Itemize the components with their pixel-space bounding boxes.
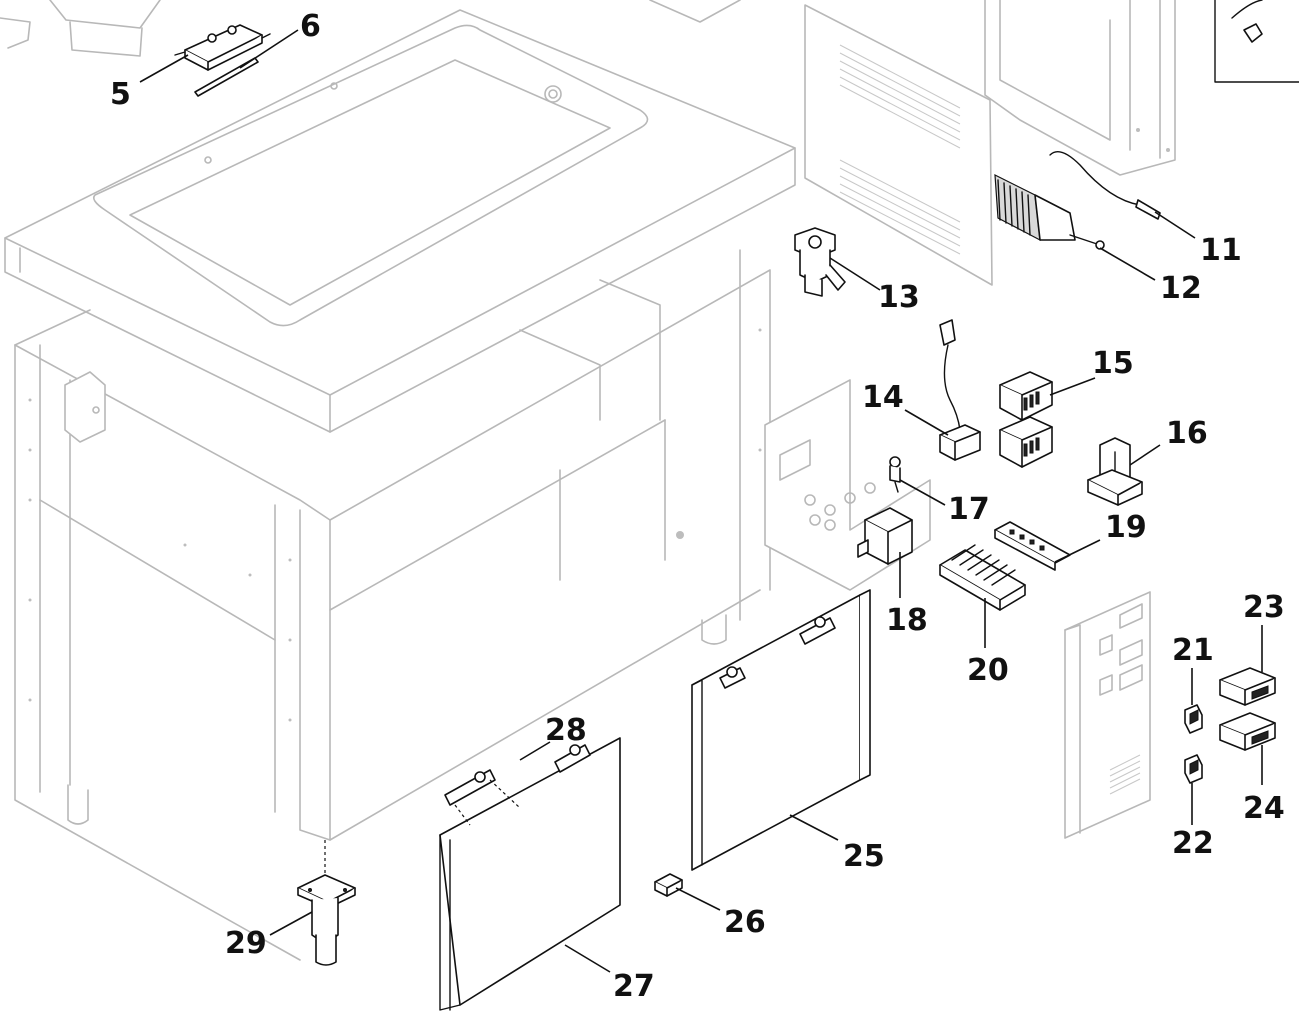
leader-26 bbox=[675, 887, 721, 911]
callout-25: 25 bbox=[843, 839, 885, 874]
part-14-float-switch bbox=[939, 319, 981, 461]
part-12-heating-element bbox=[994, 173, 1105, 250]
part-11-sensor-probe bbox=[1049, 151, 1161, 220]
leader-29 bbox=[269, 911, 313, 936]
leader-6 bbox=[239, 29, 299, 69]
part-20-terminal-block bbox=[939, 544, 1026, 611]
part-13-valve bbox=[794, 227, 846, 297]
leader-28 bbox=[519, 741, 551, 761]
leader-27 bbox=[564, 944, 611, 973]
leader-19 bbox=[1054, 539, 1101, 563]
callout-19: 19 bbox=[1105, 510, 1147, 545]
leader-25 bbox=[789, 814, 839, 841]
part-26-door-catch bbox=[654, 873, 683, 897]
callout-22: 22 bbox=[1172, 826, 1214, 861]
part-6-rod bbox=[194, 57, 259, 97]
leader-13 bbox=[829, 257, 881, 291]
callout-6: 6 bbox=[300, 9, 321, 44]
callout-labels: 5 6 11 12 13 14 15 16 17 18 19 20 21 22 … bbox=[110, 9, 1285, 1004]
leader-11 bbox=[1154, 211, 1196, 239]
callout-16: 16 bbox=[1166, 416, 1208, 451]
part-17-indicator-light bbox=[889, 456, 901, 493]
part-22-rocker-switch bbox=[1184, 754, 1203, 784]
callout-27: 27 bbox=[613, 969, 655, 1004]
callout-26: 26 bbox=[724, 905, 766, 940]
part-25-door bbox=[691, 589, 871, 871]
control-bracket bbox=[764, 379, 931, 591]
part-15-contactors bbox=[999, 371, 1053, 468]
callout-18: 18 bbox=[886, 603, 928, 638]
part-18-transformer bbox=[857, 507, 913, 565]
callout-11: 11 bbox=[1200, 233, 1242, 268]
callout-28: 28 bbox=[545, 713, 587, 748]
part-23-controller bbox=[1219, 667, 1276, 706]
part-5-thermostat bbox=[174, 24, 271, 71]
leader-lines bbox=[139, 29, 1263, 973]
callout-20: 20 bbox=[967, 653, 1009, 688]
callout-24: 24 bbox=[1243, 791, 1285, 826]
callout-5: 5 bbox=[110, 77, 131, 112]
leader-15 bbox=[1049, 377, 1096, 396]
callout-15: 15 bbox=[1092, 346, 1134, 381]
part-24-controller bbox=[1219, 712, 1276, 751]
part-21-rocker-switch bbox=[1184, 704, 1203, 734]
leader-14 bbox=[904, 409, 949, 436]
part-28-hinge bbox=[444, 769, 521, 826]
callout-21: 21 bbox=[1172, 633, 1214, 668]
side-panel bbox=[804, 4, 993, 286]
part-19-terminal-strip bbox=[994, 521, 1071, 571]
callout-13: 13 bbox=[878, 280, 920, 315]
callout-12: 12 bbox=[1160, 271, 1202, 306]
leader-12 bbox=[1099, 247, 1156, 281]
leader-17 bbox=[899, 479, 946, 506]
callout-17: 17 bbox=[948, 492, 990, 527]
callout-29: 29 bbox=[225, 926, 267, 961]
cabinet-frame bbox=[0, 0, 796, 961]
part-16-relay bbox=[1087, 437, 1143, 506]
leader-5 bbox=[139, 54, 189, 83]
callout-23: 23 bbox=[1243, 590, 1285, 625]
part-29-leg bbox=[297, 840, 356, 966]
control-fascia-panel bbox=[1064, 591, 1151, 839]
rear-housing bbox=[984, 0, 1176, 176]
leader-16 bbox=[1129, 444, 1161, 466]
callout-14: 14 bbox=[862, 380, 904, 415]
detail-inset-box bbox=[1214, 0, 1299, 83]
part-27-door bbox=[439, 737, 621, 1011]
